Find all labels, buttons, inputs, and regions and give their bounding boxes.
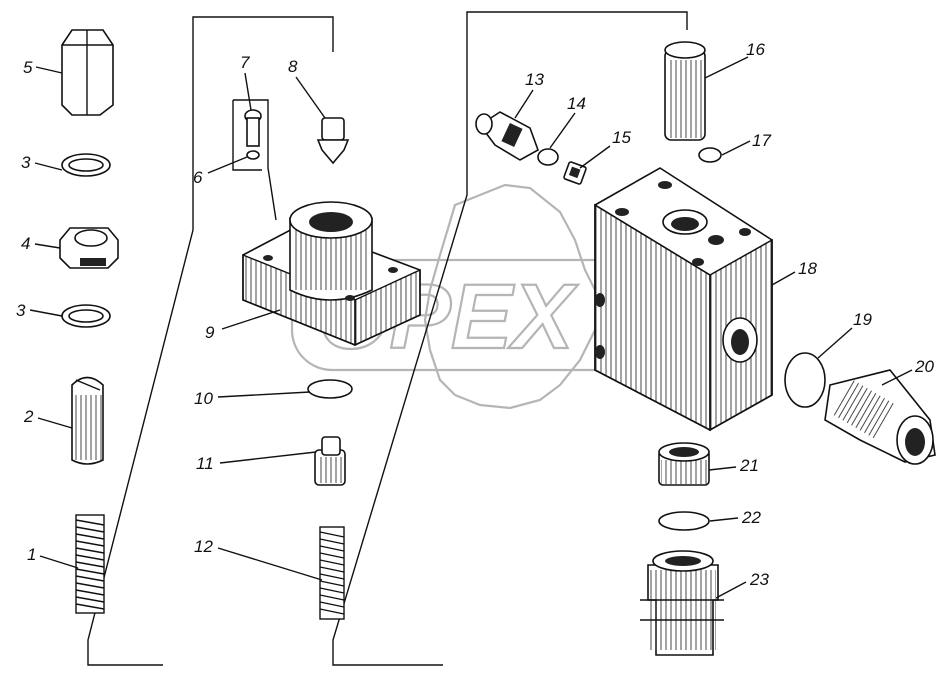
callout-16: 16 [746,40,765,59]
part-17-ring [698,147,722,163]
callout-23: 23 [749,570,769,589]
group-bracket-left [87,16,334,666]
part-8-needle-valve [316,117,350,165]
callout-12: 12 [194,537,213,556]
callout-6: 6 [193,168,203,187]
part-6-7-ball-pin [232,99,277,221]
part-5-cap-nut [61,29,114,116]
part-12-spring [319,526,345,620]
callout-labels: 5 3 4 3 2 1 7 6 8 9 10 11 12 13 14 15 16… [16,40,934,589]
callout-11: 11 [196,454,214,473]
part-13-fitting [475,111,539,161]
callout-5: 5 [23,58,33,77]
callout-2: 2 [23,407,34,426]
part-20-connector [824,369,936,465]
callout-7: 7 [240,53,250,72]
callout-8: 8 [288,57,298,76]
part-19-o-ring [784,352,826,408]
leader-lines [29,56,913,599]
part-2-plug [71,376,104,465]
callout-10: 10 [194,389,213,408]
callout-1: 1 [27,545,36,564]
callout-13: 13 [525,70,544,89]
callout-19: 19 [853,310,872,329]
part-9-flange-body [242,201,421,347]
callout-18: 18 [798,259,817,278]
callout-15: 15 [612,128,631,147]
callout-4: 4 [21,234,30,253]
part-18-valve-body [594,167,773,432]
part-11-piston [314,436,346,486]
callout-9: 9 [205,323,215,342]
callout-14: 14 [567,94,586,113]
callout-20: 20 [914,357,934,376]
callout-22: 22 [741,508,761,527]
part-16-sleeve [664,41,706,141]
callout-17: 17 [752,131,771,150]
part-10-o-ring [307,379,353,399]
part-21-ring-nut [658,442,710,486]
callout-3-lower: 3 [16,301,26,320]
part-14-ring [537,148,559,166]
callout-21: 21 [739,456,759,475]
group-bracket-right [332,11,688,666]
part-22-o-ring [658,511,710,531]
part-1-spring [75,514,105,614]
part-23-union [640,550,724,656]
part-4-nut [59,227,119,269]
callout-3-upper: 3 [21,153,31,172]
